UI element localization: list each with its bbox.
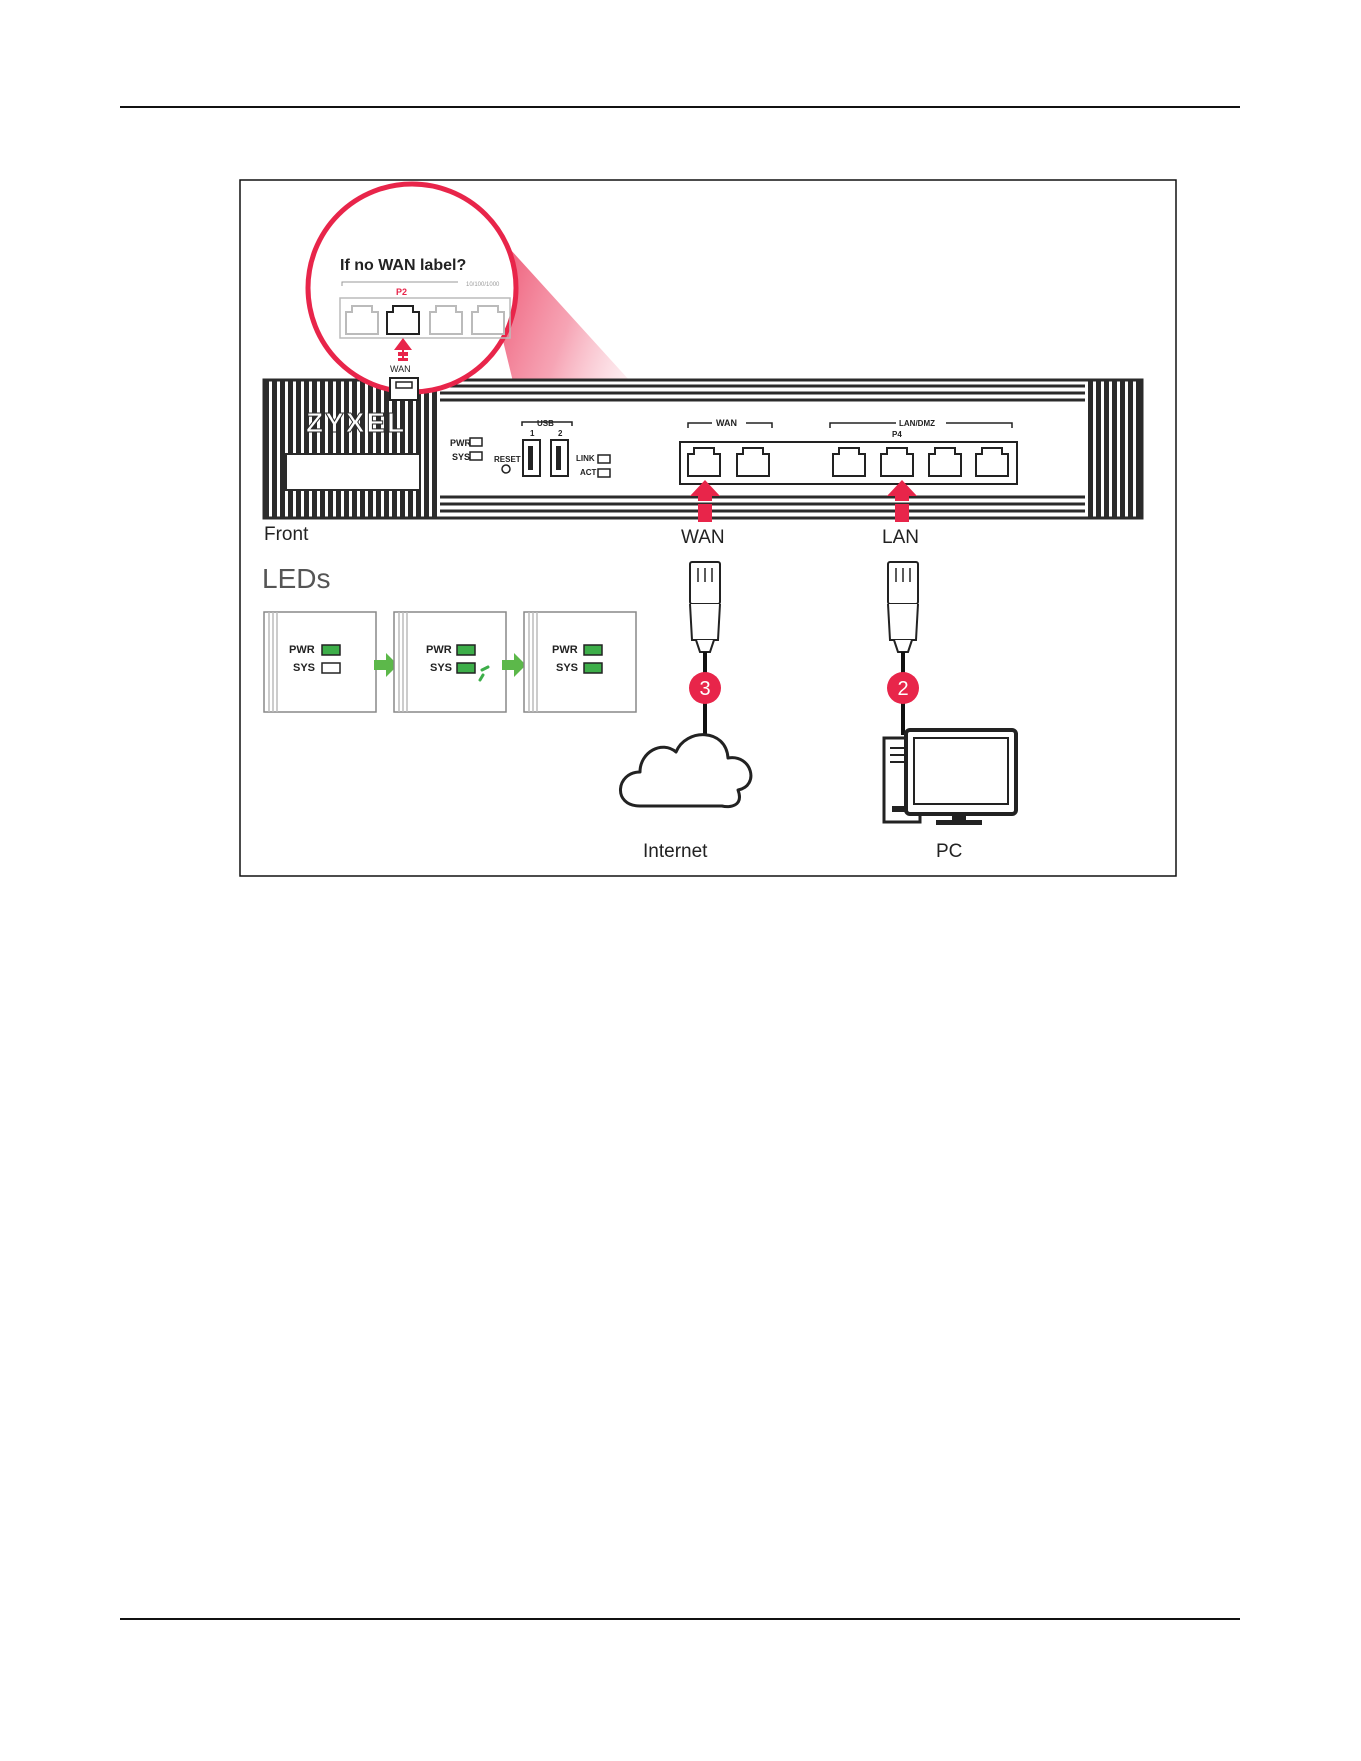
callout-wan-label: WAN	[390, 364, 411, 374]
device-sys-label: SYS	[452, 452, 470, 462]
led-panel-2-sys-label: SYS	[430, 662, 452, 674]
usb-group-label: USB	[537, 419, 554, 428]
link-label: LINK	[576, 454, 595, 463]
callout-port-label: P2	[396, 287, 407, 297]
lan-group-label: LAN/DMZ	[899, 419, 935, 428]
led-panel-1-pwr-label: PWR	[289, 644, 315, 656]
led-panel-1-pwr-led	[322, 645, 340, 655]
usb-2-label: 2	[558, 429, 563, 438]
lan-port-p4-label: P4	[892, 430, 902, 439]
led-panel-3-pwr-led	[584, 645, 602, 655]
brand-logo: ZYXEL	[306, 407, 406, 438]
led-panel-3-pwr-label: PWR	[552, 644, 578, 656]
leds-heading: LEDs	[262, 563, 330, 594]
internet-label: Internet	[643, 841, 708, 862]
reset-label: RESET	[494, 455, 521, 464]
led-panel-1-sys-label: SYS	[293, 662, 315, 674]
wan-cable-plug	[690, 562, 720, 652]
act-label: ACT	[580, 468, 597, 477]
step-2-number: 2	[897, 678, 908, 700]
wan-group-label: WAN	[716, 418, 737, 428]
led-panel-3-sys-led	[584, 663, 602, 673]
led-panel-2-sys-led	[457, 663, 475, 673]
callout-speed-label: 10/100/1000	[466, 282, 500, 288]
led-panel-2-pwr-label: PWR	[426, 644, 452, 656]
led-panel-3: PWR SYS	[524, 612, 636, 712]
led-panel-1: PWR SYS	[264, 612, 376, 712]
lan-cable-plug	[888, 562, 918, 652]
led-panel-3-sys-label: SYS	[556, 662, 578, 674]
device-pwr-label: PWR	[450, 438, 471, 448]
led-panel-1-sys-led	[322, 663, 340, 673]
led-panel-2-pwr-led	[457, 645, 475, 655]
pc-icon	[884, 730, 1016, 825]
pc-label: PC	[936, 841, 962, 862]
led-panel-2: PWR SYS	[394, 612, 506, 712]
lan-cable-label: LAN	[882, 527, 919, 548]
callout-title: If no WAN label?	[340, 257, 466, 274]
usb-1-label: 1	[530, 429, 535, 438]
step-3-number: 3	[699, 678, 710, 700]
front-label: Front	[264, 524, 309, 545]
wan-cable-label: WAN	[681, 527, 725, 548]
